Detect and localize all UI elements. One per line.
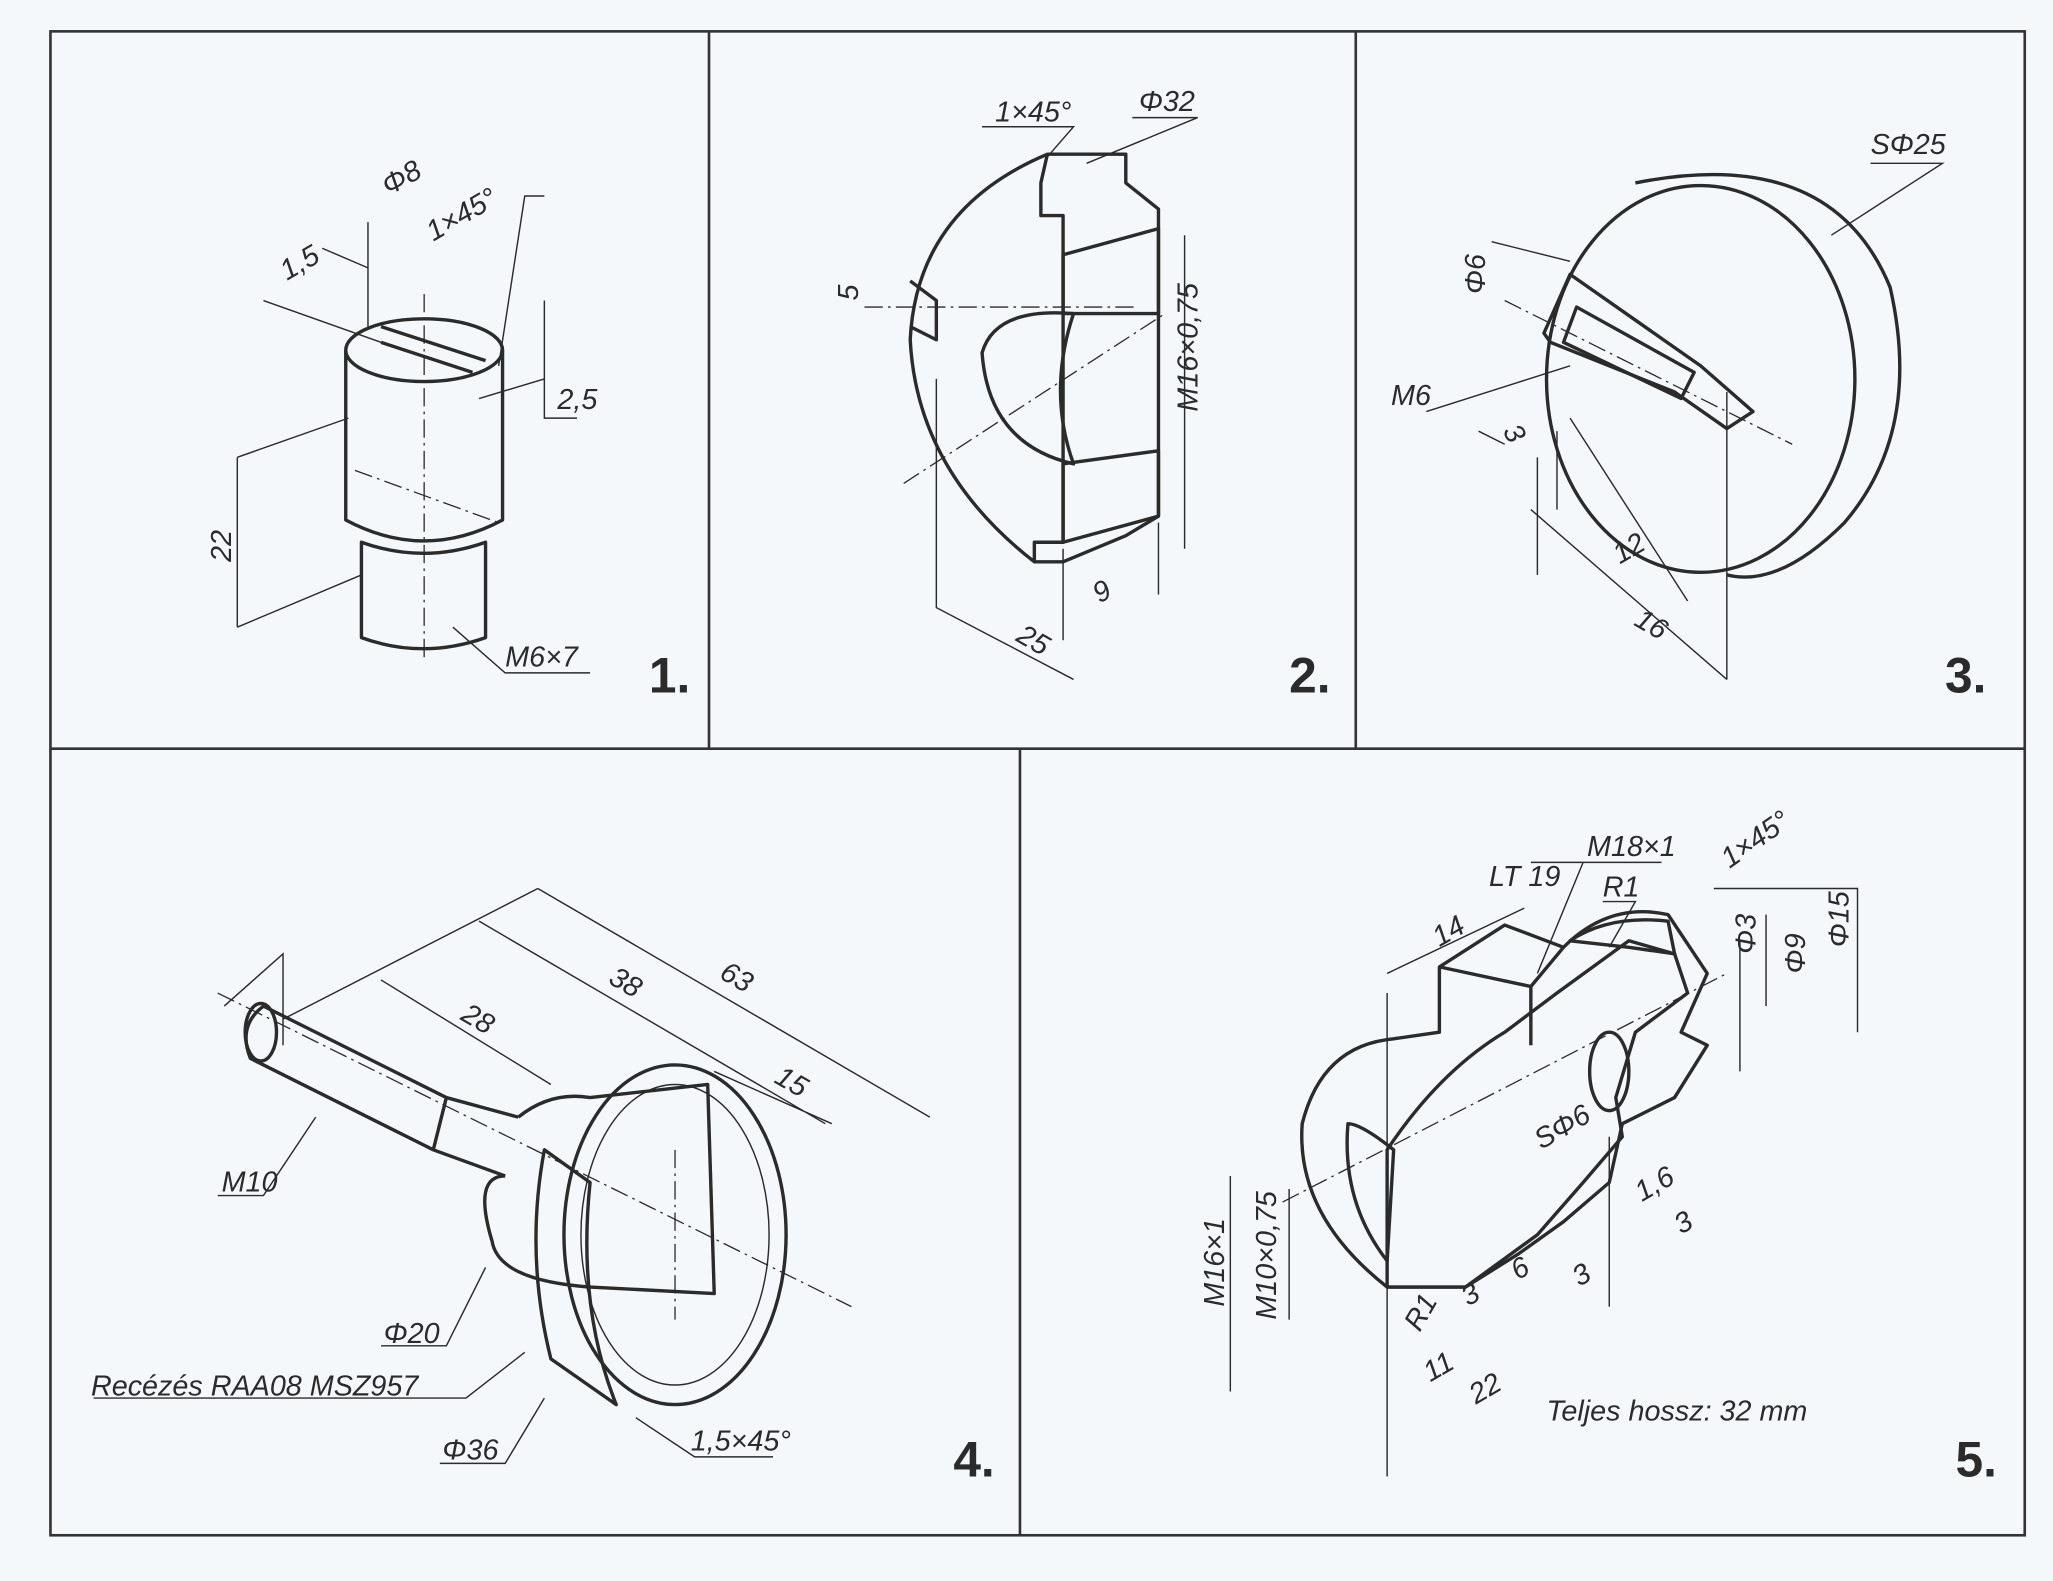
dim-16: 16: [1629, 603, 1673, 647]
thread-label: M6×7: [505, 641, 579, 673]
dim-d20: Φ20: [384, 1318, 440, 1350]
dim-5: 5: [833, 284, 865, 301]
panel-number: 2.: [1289, 648, 1330, 704]
radius-top-label: R1: [1603, 871, 1640, 903]
sphere-label: SΦ6: [1529, 1099, 1596, 1156]
dim-25: 25: [1010, 618, 1055, 663]
dim-chamfer: 1×45°: [995, 97, 1071, 129]
dim-d3: Φ3: [1731, 914, 1763, 954]
thread-outer-label: M18×1: [1587, 831, 1676, 863]
dim-3: 3: [1496, 419, 1532, 449]
dim-d15: Φ15: [1823, 890, 1855, 947]
dim-1-5: 1,5: [274, 239, 325, 287]
dim-d36: Φ36: [442, 1434, 498, 1466]
dim-22: 22: [206, 530, 238, 563]
panel-4-knurled-screw: 63 38 28 15 M10 Φ20 Recézés RAA08 MSZ957…: [91, 887, 995, 1487]
dim-15: 15: [770, 1060, 815, 1104]
panel-5-threaded-fitting: LT 19 M18×1 R1 1×45° 14 Φ3 Φ9 Φ15 SΦ6 1,…: [1199, 805, 1997, 1488]
dim-14: 14: [1427, 910, 1471, 954]
knurl-label: Recézés RAA08 MSZ957: [91, 1370, 419, 1402]
dim-d32: Φ32: [1139, 86, 1195, 118]
thread-label: M6: [1391, 380, 1431, 412]
dim-d8: Φ8: [376, 154, 427, 202]
panel-number: 4.: [953, 1431, 994, 1487]
thread-m16-label: M16×1: [1199, 1218, 1231, 1307]
dim-6: 6: [1505, 1251, 1535, 1287]
panel-1-slotted-pin: Φ8 1×45° 1,5 2,5 22 M6×7 1.: [206, 154, 691, 703]
total-length-note: Teljes hossz: 32 mm: [1547, 1395, 1808, 1427]
dim-9: 9: [1087, 574, 1117, 610]
dim-d6: Φ6: [1460, 254, 1492, 294]
dim-chamfer: 1,5×45°: [691, 1425, 791, 1457]
thread-label: M16×0,75: [1173, 282, 1205, 412]
dim-11: 11: [1418, 1346, 1460, 1389]
dim-3-right: 3: [1669, 1205, 1699, 1241]
dim-22: 22: [1463, 1367, 1508, 1411]
dim-d9: Φ9: [1780, 933, 1812, 973]
dim-chamfer: 1×45°: [1715, 805, 1796, 875]
dim-2-5: 2,5: [556, 384, 598, 416]
dim-sphere: SΦ25: [1871, 129, 1947, 161]
thread-m10-label: M10×0,75: [1251, 1190, 1283, 1320]
panel-number: 1.: [649, 648, 690, 704]
radius-bottom-label: R1: [1398, 1288, 1444, 1336]
dim-3-mid: 3: [1567, 1257, 1597, 1293]
panel-2-nut-section: 1×45° Φ32 5 M16×0,75 9 25 2.: [833, 86, 1331, 703]
dim-chamfer: 1×45°: [421, 182, 503, 248]
dim-63: 63: [715, 956, 759, 1000]
hex-label: LT 19: [1489, 861, 1560, 893]
panel-number: 3.: [1945, 648, 1986, 704]
dim-1-6: 1,6: [1629, 1160, 1680, 1208]
panel-frame: [49, 30, 2027, 1537]
panel-number: 5.: [1956, 1431, 1997, 1487]
thread-label: M10: [222, 1167, 278, 1199]
panel-3-ball-knob: SΦ25 Φ6 M6 3 12 16 3.: [1391, 129, 1986, 703]
dim-3-left: 3: [1456, 1277, 1486, 1313]
dim-28: 28: [455, 997, 500, 1041]
